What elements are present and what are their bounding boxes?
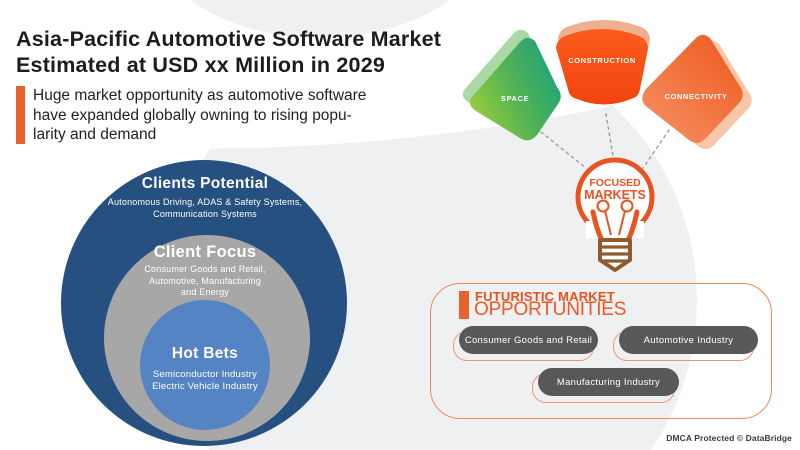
focused-markets-diagram: SPACE CONSTRUCTION CONNECTIVITY bbox=[462, 20, 752, 272]
connector-center bbox=[605, 113, 614, 157]
venn-outer-line-1: Autonomous Driving, ADAS & Safety System… bbox=[107, 197, 303, 207]
subtitle-line-2: have expanded globally owning to rising … bbox=[33, 106, 352, 124]
connectivity-label: CONNECTIVITY bbox=[664, 92, 727, 101]
lightbulb-icon: FOCUSED MARKETS bbox=[575, 157, 655, 272]
space-petal bbox=[469, 37, 561, 141]
venn-inner-line-2: Electric Vehicle Industry bbox=[152, 381, 258, 392]
space-label: SPACE bbox=[501, 94, 529, 103]
subtitle-line-1: Huge market opportunity as automotive so… bbox=[33, 87, 367, 104]
bulb-neck-left bbox=[590, 209, 604, 241]
opportunity-pill-consumer-goods: Consumer Goods and Retail bbox=[459, 326, 598, 354]
venn-inner-line-1: Semiconductor Industry bbox=[152, 369, 258, 380]
connector-left bbox=[540, 131, 587, 169]
bulb-label-line-1: FOCUSED bbox=[589, 177, 641, 189]
venn-outer-subtext: Autonomous Driving, ADAS & Safety System… bbox=[62, 197, 348, 220]
title-line-1: Asia-Pacific Automotive Software Market bbox=[16, 27, 442, 51]
opportunities-title-line-2: OPPORTUNITIES bbox=[474, 299, 627, 320]
opportunities-title-line-1: FUTURISTIC MARKET bbox=[475, 289, 615, 304]
venn-middle-subtext: Consumer Goods and Retail, Automotive, M… bbox=[62, 264, 348, 299]
connector-right bbox=[642, 129, 670, 169]
venn-middle-line-1: Consumer Goods and Retail, bbox=[144, 264, 266, 274]
construction-label: CONSTRUCTION bbox=[568, 56, 636, 65]
venn-inner-circle bbox=[140, 300, 270, 430]
accent-bar bbox=[16, 86, 25, 144]
venn-outer-title: Clients Potential bbox=[141, 175, 269, 192]
venn-middle-line-2: Automotive, Manufacturing bbox=[148, 275, 262, 286]
subtitle-text: Huge market opportunity as automotive so… bbox=[33, 86, 366, 145]
dashed-connectors bbox=[540, 113, 670, 169]
venn-middle-title: Client Focus bbox=[153, 243, 257, 261]
header: Asia-Pacific Automotive Software Market … bbox=[16, 26, 496, 145]
bulb-label-line-2: MARKETS bbox=[584, 188, 646, 202]
venn-middle-line-3: and Energy bbox=[180, 287, 230, 297]
venn-outer-line-2: Communication Systems bbox=[153, 208, 257, 219]
connectivity-petal bbox=[642, 34, 743, 144]
opportunities-panel: FUTURISTIC MARKET OPPORTUNITIES Consumer… bbox=[430, 283, 772, 419]
construction-petal bbox=[556, 29, 648, 105]
opportunities-accent-bar bbox=[459, 291, 469, 319]
subtitle-block: Huge market opportunity as automotive so… bbox=[16, 86, 496, 145]
venn-inner-title: Hot Bets bbox=[171, 345, 239, 362]
subtitle-line-3: larity and demand bbox=[33, 126, 157, 143]
venn-inner-subtext: Semiconductor Industry Electric Vehicle … bbox=[62, 369, 348, 393]
opportunity-pill-automotive: Automotive Industry bbox=[619, 326, 758, 354]
title-line-2: Estimated at USD xx Million in 2029 bbox=[16, 53, 386, 77]
bulb-neck-right bbox=[626, 209, 640, 241]
bulb-filament bbox=[596, 199, 634, 236]
bulb-base-stripes bbox=[599, 245, 631, 263]
copyright-notice: DMCA Protected © DataBridge bbox=[666, 433, 792, 443]
opportunity-pill-manufacturing: Manufacturing Industry bbox=[538, 368, 679, 396]
page-title: Asia-Pacific Automotive Software Market … bbox=[16, 26, 496, 78]
